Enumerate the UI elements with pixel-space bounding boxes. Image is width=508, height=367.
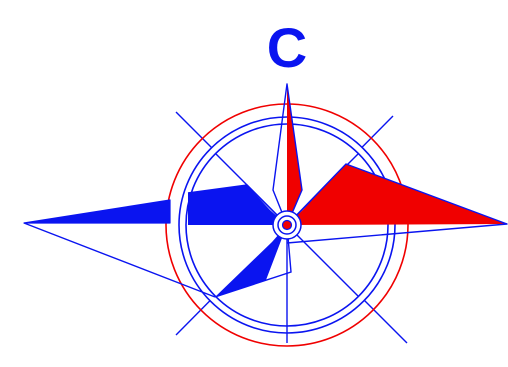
center-hub-inner <box>283 221 292 230</box>
heading-letter: C <box>267 16 307 79</box>
west-arm-top <box>24 200 170 223</box>
